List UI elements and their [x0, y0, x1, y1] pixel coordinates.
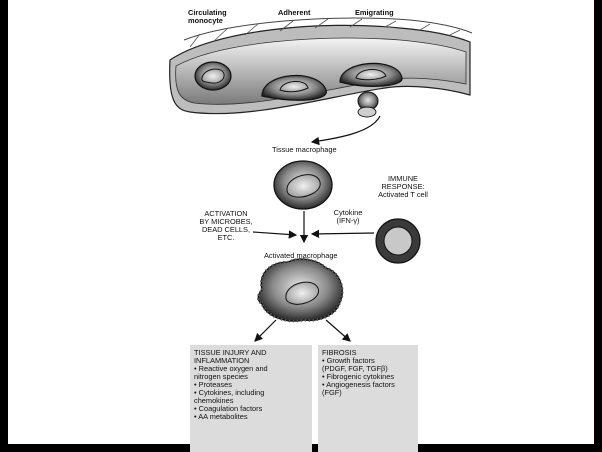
label-circulating-monocyte: Circulating monocyte — [188, 9, 227, 25]
fibrosis-box: FIBROSIS • Growth factors (PDGF, FGF, TG… — [318, 345, 418, 452]
label-emigrating: Emigrating — [355, 9, 394, 17]
injury-item: • Reactive oxygen and nitrogen species — [194, 365, 308, 381]
label-immune-response: IMMUNE RESPONSE: Activated T cell — [368, 175, 438, 199]
label-adherent: Adherent — [278, 9, 310, 17]
activated-macrophage-cell — [258, 259, 342, 321]
arrow-to-fibrosis — [326, 320, 350, 341]
arrow-cytokine — [312, 233, 374, 234]
arrow-emigration — [312, 116, 380, 142]
label-activated-macrophage: Activated macrophage — [264, 252, 338, 260]
label-activation: ACTIVATION BY MICROBES, DEAD CELLS, ETC. — [194, 210, 258, 242]
injury-item: • AA metabolites — [194, 413, 308, 421]
circulating-monocyte-cell — [195, 62, 231, 90]
injury-box-title: TISSUE INJURY AND INFLAMMATION — [194, 349, 308, 365]
label-cytokine: Cytokine (IFN-γ) — [326, 209, 370, 225]
injury-item: • Cytokines, including chemokines — [194, 389, 308, 405]
injury-inflammation-box: TISSUE INJURY AND INFLAMMATION • Reactiv… — [190, 345, 312, 452]
label-tissue-macrophage: Tissue macrophage — [272, 146, 337, 154]
activated-t-cell — [376, 219, 420, 263]
arrow-to-injury — [255, 320, 276, 341]
arrow-activation — [253, 232, 296, 235]
fibrosis-item: • Growth factors (PDGF, FGF, TGFβ) — [322, 357, 414, 373]
tissue-macrophage-cell — [274, 161, 332, 209]
fibrosis-item: • Angiogenesis factors (FGF) — [322, 381, 414, 397]
